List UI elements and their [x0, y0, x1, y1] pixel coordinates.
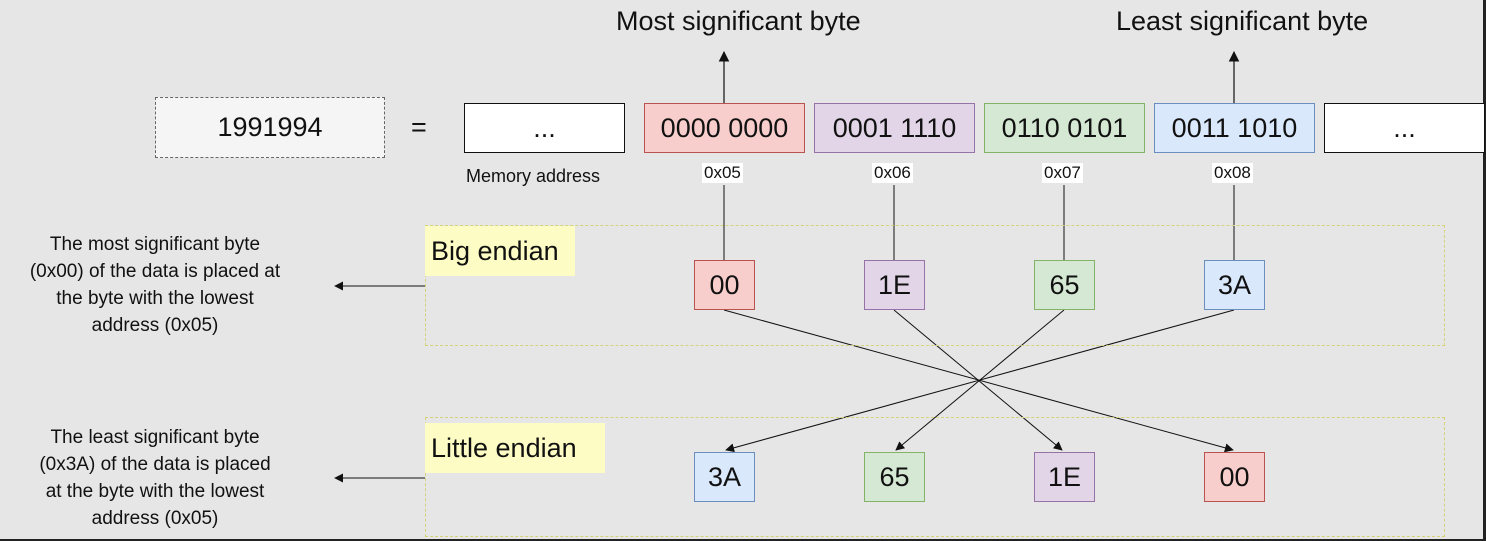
little-endian-note: The least significant byte (0x3A) of the… — [0, 424, 310, 532]
be-byte-1e: 1E — [864, 260, 925, 310]
big-endian-label: Big endian — [425, 226, 575, 276]
little-endian-note-line: address (0x05) — [91, 508, 219, 529]
little-endian-note-line: at the byte with the lowest — [45, 481, 265, 502]
be-byte-3a: 3A — [1204, 260, 1265, 310]
memory-address-label: Memory address — [466, 166, 601, 186]
memory-cell-0x06: 0001 1110 — [814, 103, 975, 153]
memory-ellipsis-left: ... — [464, 103, 625, 153]
lsb-title: Least significant byte — [1116, 6, 1369, 36]
le-byte-3a: 3A — [694, 452, 755, 502]
little-endian-note-line: The least significant byte — [50, 427, 260, 448]
little-endian-label: Little endian — [425, 423, 605, 473]
big-endian-note-line: address (0x05) — [91, 315, 219, 336]
address-label-0x08: 0x08 — [1212, 163, 1253, 183]
address-label-0x07: 0x07 — [1042, 163, 1083, 183]
msb-title: Most significant byte — [616, 6, 861, 36]
value-box: 1991994 — [155, 97, 385, 158]
big-endian-note-line: The most significant byte — [49, 234, 261, 255]
le-byte-00: 00 — [1204, 452, 1265, 502]
memory-cell-0x08: 0011 1010 — [1154, 103, 1315, 153]
be-byte-65: 65 — [1034, 260, 1095, 310]
little-endian-group — [425, 417, 1445, 537]
big-endian-group — [425, 225, 1445, 346]
big-endian-note-line: the byte with the lowest — [56, 288, 254, 309]
memory-cell-0x07: 0110 0101 — [984, 103, 1145, 153]
big-endian-note: The most significant byte (0x00) of the … — [0, 231, 310, 339]
le-byte-65: 65 — [864, 452, 925, 502]
address-label-0x06: 0x06 — [872, 163, 913, 183]
address-label-0x05: 0x05 — [702, 163, 743, 183]
le-byte-1e: 1E — [1034, 452, 1095, 502]
equals-sign: = — [411, 112, 427, 142]
memory-cell-0x05: 0000 0000 — [644, 103, 805, 153]
little-endian-note-line: (0x3A) of the data is placed — [39, 454, 271, 475]
be-byte-00: 00 — [694, 260, 755, 310]
big-endian-note-line: (0x00) of the data is placed at — [29, 261, 281, 282]
memory-ellipsis-right: ... — [1324, 103, 1485, 153]
